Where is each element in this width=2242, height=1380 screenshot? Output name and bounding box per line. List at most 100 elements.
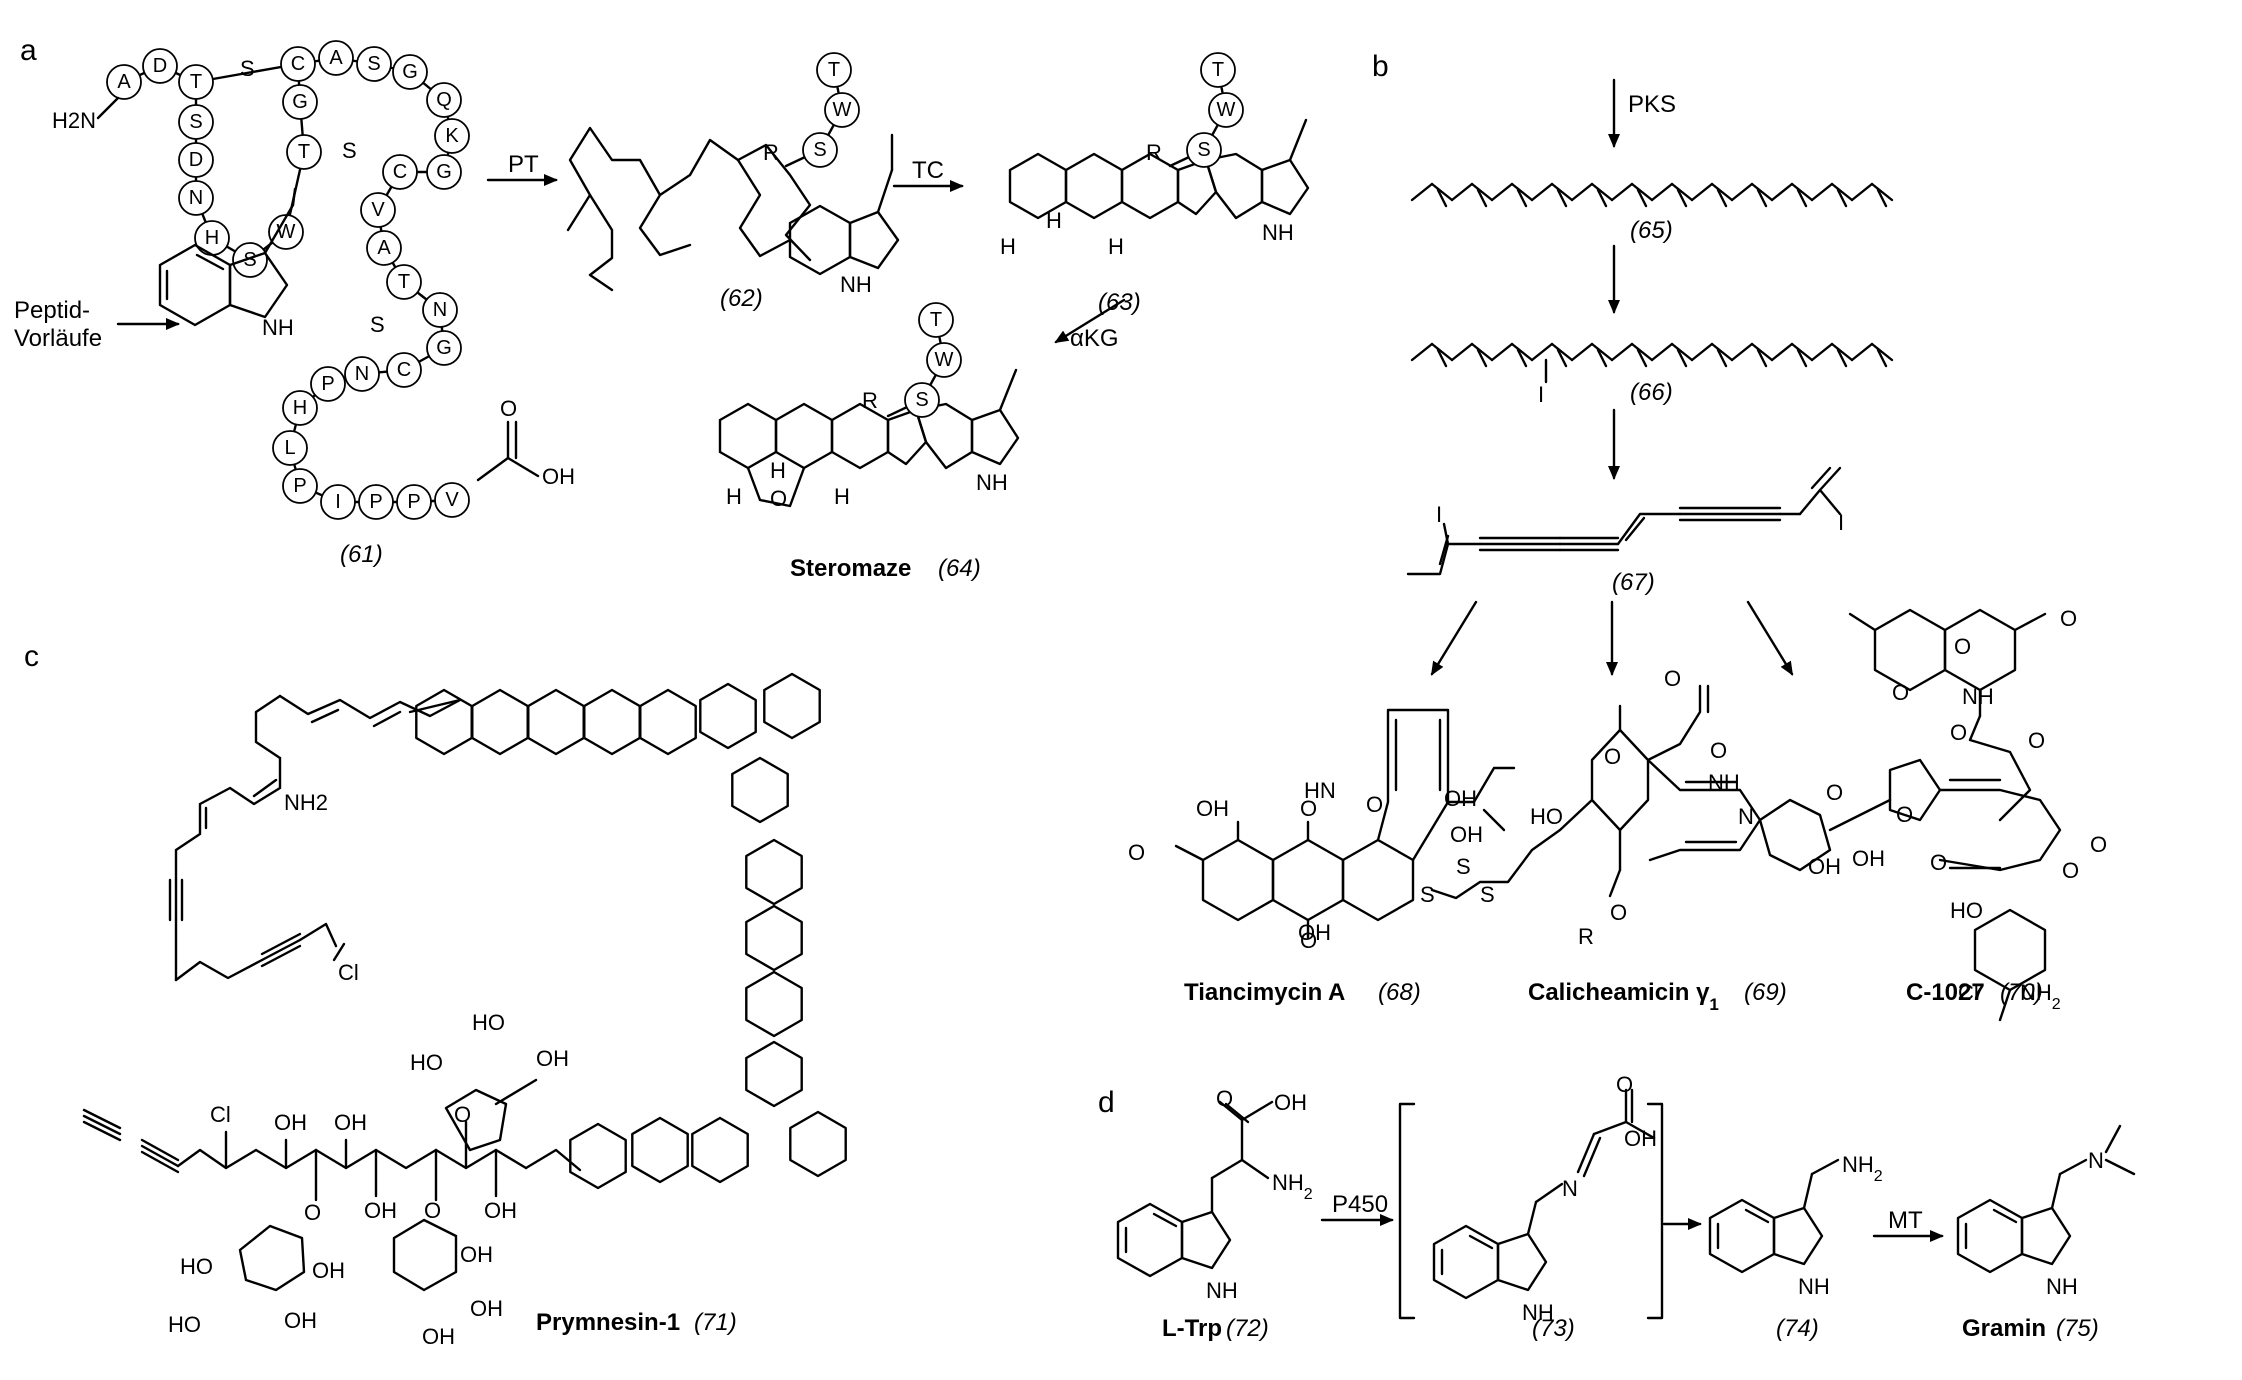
residue-label: T — [298, 141, 310, 163]
chain-bond — [1556, 188, 1568, 208]
oh-label: OH — [484, 1198, 517, 1223]
chain-bond — [1550, 182, 1574, 202]
ketone-o: O — [1604, 744, 1621, 769]
pyran-ring — [763, 672, 821, 740]
chain-bond — [1836, 188, 1848, 208]
residue-label: S — [189, 111, 202, 133]
residue-s: S — [356, 46, 392, 82]
nh2-label: NH2 — [1842, 1152, 1883, 1185]
chain-bond — [1430, 342, 1454, 362]
residue-t: T — [286, 134, 322, 170]
residue-w: W — [926, 342, 962, 378]
oh-label: OH — [460, 1242, 493, 1267]
residue-label: G — [436, 337, 452, 359]
residue-label: C — [397, 359, 411, 381]
chain-bond — [1770, 182, 1794, 202]
oh-label: OH — [1196, 796, 1229, 821]
compound-63-structure — [1008, 118, 1310, 220]
compound-label-71: (71) — [694, 1309, 737, 1336]
compound-label-66: (66) — [1630, 379, 1673, 406]
sulfur-label: S — [1420, 882, 1435, 907]
akg-label: αKG — [1070, 325, 1119, 352]
chain-bond — [1670, 182, 1694, 202]
peptide-stub-62: SWT — [784, 52, 860, 168]
precursor-label-line2: Vorläufe — [14, 325, 102, 352]
pyran-ring — [583, 688, 641, 756]
carbonyl-o: O — [1300, 928, 1317, 953]
akg-arrow — [1054, 298, 1126, 344]
residue-g: G — [392, 54, 428, 90]
compound-label-70: (70) — [2000, 979, 2043, 1006]
residue-label: A — [329, 47, 343, 69]
chain-bond — [1490, 342, 1514, 362]
residue-label: S — [813, 139, 826, 161]
chain-bond — [1850, 182, 1874, 202]
sulfur-label: S — [1480, 882, 1495, 907]
residue-g: G — [426, 330, 462, 366]
indole-nh: NH — [262, 315, 294, 340]
polyene-yne-tail — [168, 694, 462, 982]
panel-label-d: d — [1098, 1086, 1115, 1119]
bond — [476, 456, 510, 482]
pyran-ring — [471, 688, 529, 756]
epoxide-o: O — [1366, 792, 1383, 817]
ester-o: O — [2062, 858, 2079, 883]
bracket-right — [1646, 1102, 1664, 1320]
residue-t: T — [178, 64, 214, 100]
chain-bond — [1610, 182, 1634, 202]
panel-b: b PKS (65) I (66) — [1128, 50, 2107, 1022]
residue-p: P — [396, 484, 432, 520]
chain-bond — [1476, 348, 1488, 368]
ester-o: O — [1950, 720, 1967, 745]
pyran-ring — [415, 688, 473, 756]
oh-label: OH — [1298, 920, 1331, 945]
chain-bond — [1830, 182, 1854, 202]
imine-n: N — [1562, 1176, 1578, 1201]
chain-bond — [1570, 182, 1594, 202]
peptide-stub-63: SWT — [1168, 52, 1244, 168]
chain-bond — [1470, 342, 1494, 362]
residue-label: N — [189, 187, 203, 209]
pyran-ring — [745, 1040, 803, 1108]
nh-label: NH — [1962, 684, 1994, 709]
chain-bond — [1596, 188, 1608, 208]
residue-label: G — [402, 61, 418, 83]
pyran-ring — [527, 688, 585, 756]
chain-bond — [1810, 182, 1834, 202]
chain-bond — [1590, 182, 1614, 202]
oh-label: OH — [312, 1258, 345, 1283]
chlorine-label: Cl — [1958, 980, 1979, 1005]
indole-nh: NH — [2046, 1274, 2078, 1299]
compound-name-75: Gramin — [1962, 1315, 2046, 1342]
residue-label: A — [117, 71, 131, 93]
chain-bond — [1876, 348, 1888, 368]
residue-label: D — [189, 149, 203, 171]
residue-g: G — [282, 84, 318, 120]
chain-bond — [1630, 182, 1654, 202]
oh-label: OH — [1450, 822, 1483, 847]
residue-c: C — [280, 46, 316, 82]
residue-s: S — [1186, 132, 1222, 168]
carbonyl-o: O — [1300, 796, 1317, 821]
chain-bond — [1470, 182, 1494, 202]
h-label: H — [726, 484, 742, 509]
compound-label-72: (72) — [1226, 1315, 1269, 1342]
residue-s: S — [904, 382, 940, 418]
carboxyl-o: O — [1216, 1086, 1233, 1111]
aryl-ether-o: O — [1930, 850, 1947, 875]
residue-a: A — [318, 40, 354, 76]
residue-label: P — [293, 475, 306, 497]
chain-bond — [1870, 342, 1894, 362]
chain-bond — [1810, 342, 1834, 362]
residue-label: P — [407, 491, 420, 513]
compound-name-71: Prymnesin-1 — [536, 1309, 680, 1336]
chain-bond — [1476, 188, 1488, 208]
chain-bond — [1730, 182, 1754, 202]
bracket-left — [1398, 1102, 1416, 1320]
residue-label: V — [445, 489, 459, 511]
residue-label: S — [243, 249, 256, 271]
residue-label: P — [369, 491, 382, 513]
residue-i: I — [320, 484, 356, 520]
chain-bond — [1716, 348, 1728, 368]
